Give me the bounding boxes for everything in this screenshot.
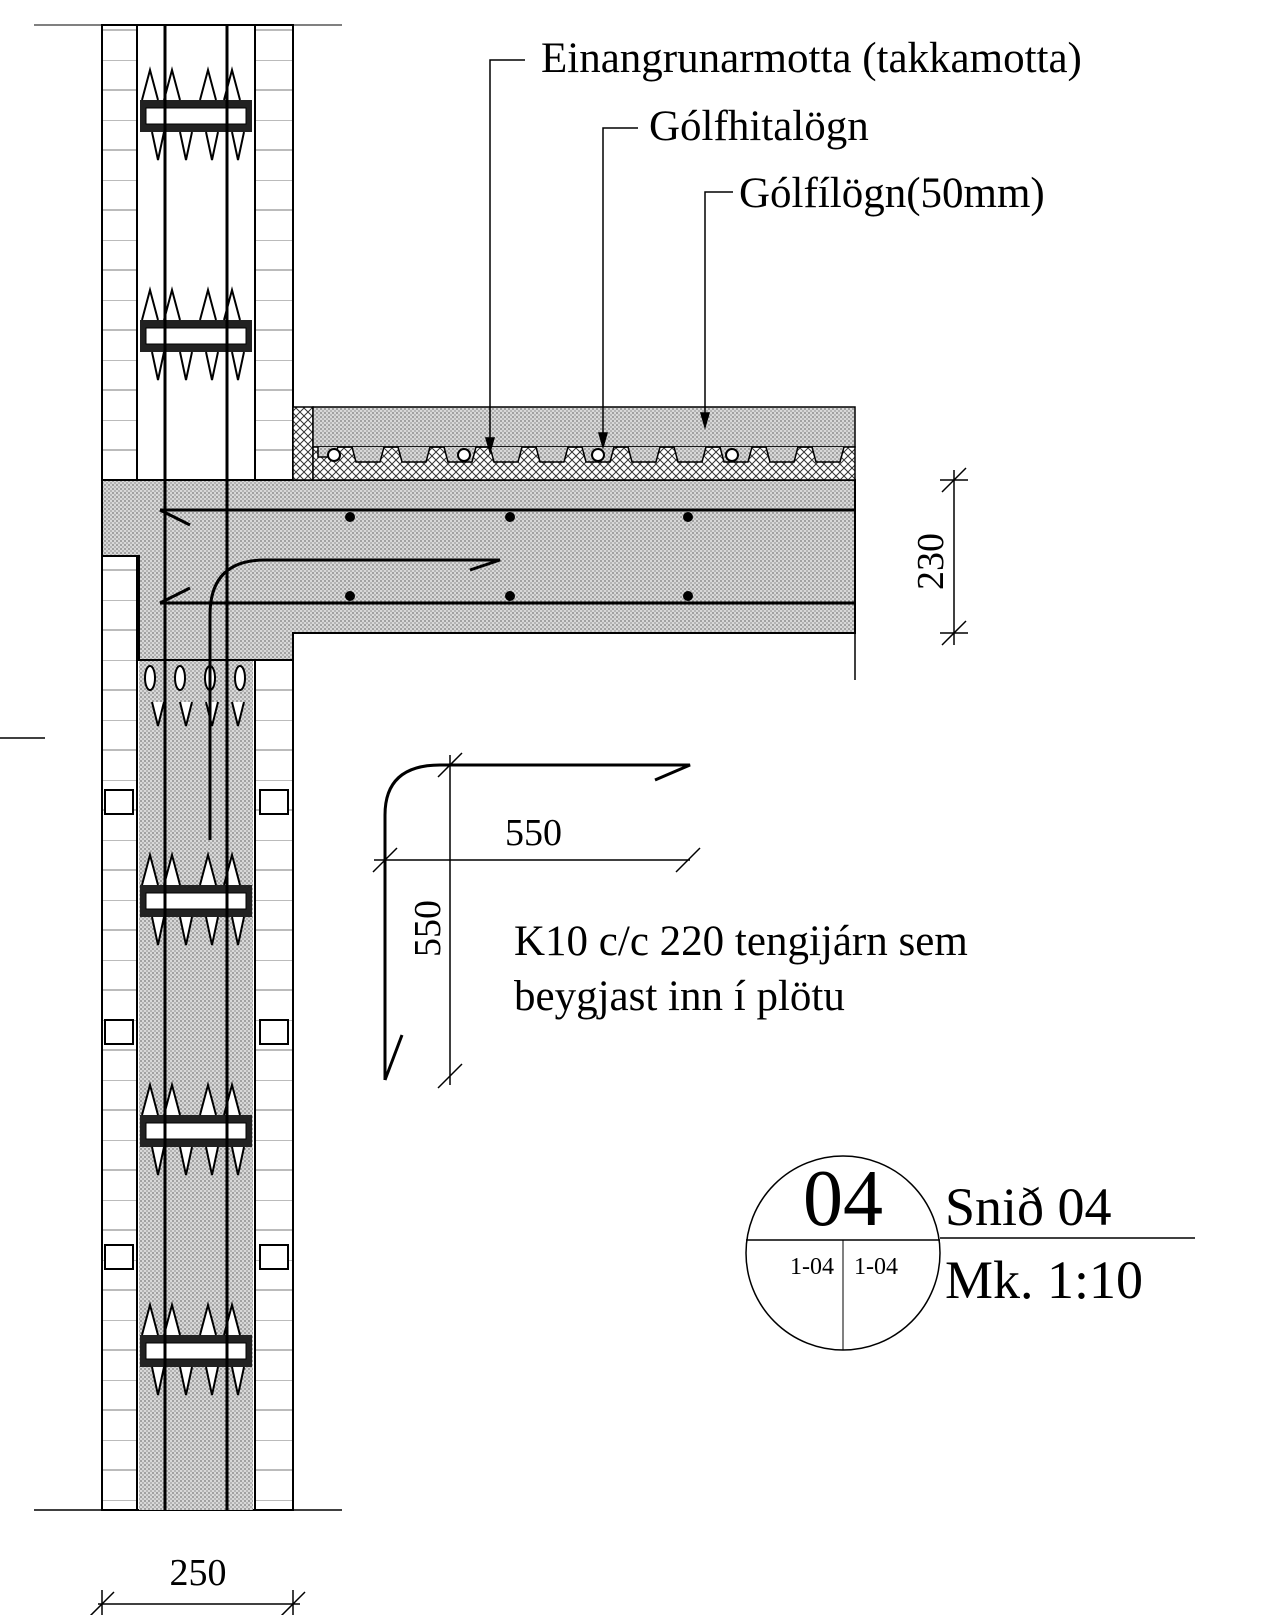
slab-rebar bbox=[159, 508, 855, 840]
edge-insulation-strip bbox=[292, 406, 314, 481]
callout-leaders bbox=[485, 59, 733, 455]
wall-tie-upper-1 bbox=[140, 66, 252, 161]
concrete-slab bbox=[101, 479, 856, 661]
side-anchor-clips bbox=[104, 789, 289, 1270]
wall-thickness-value: 250 bbox=[170, 1552, 227, 1594]
section-number: 04 bbox=[803, 1155, 883, 1243]
label-floor-heating: Gólfhitalögn bbox=[649, 103, 869, 150]
bent-bar-hook bbox=[383, 1034, 404, 1081]
bent-bar-dimensions bbox=[372, 752, 701, 1089]
bent-bar-shape bbox=[383, 763, 691, 1080]
section-ref-right: 1-04 bbox=[854, 1254, 898, 1280]
heating-pipes bbox=[327, 448, 739, 462]
section-title: Snið 04 bbox=[945, 1177, 1112, 1237]
vertical-leg-value: 550 bbox=[407, 900, 449, 957]
wall-tie-upper-2 bbox=[140, 286, 252, 381]
label-floor-screed: Gólfílögn(50mm) bbox=[739, 170, 1045, 217]
slab-dimension bbox=[940, 467, 968, 646]
mat-studs bbox=[317, 446, 845, 463]
horizontal-leg-value: 550 bbox=[505, 812, 562, 854]
label-insulation-mat: Einangrunarmotta (takkamotta) bbox=[541, 35, 1082, 82]
slab-thickness-value: 230 bbox=[910, 533, 952, 590]
rebar-note-line2: beygjast inn í plötu bbox=[514, 973, 845, 1020]
section-ref-left: 1-04 bbox=[790, 1254, 834, 1280]
rebar-note-line1: K10 c/c 220 tengijárn sem bbox=[514, 918, 968, 965]
slab-rebar-dots bbox=[345, 512, 693, 601]
floor-screed-layer bbox=[312, 406, 856, 448]
wall-dimension bbox=[89, 1590, 306, 1615]
section-scale: Mk. 1:10 bbox=[945, 1250, 1143, 1310]
